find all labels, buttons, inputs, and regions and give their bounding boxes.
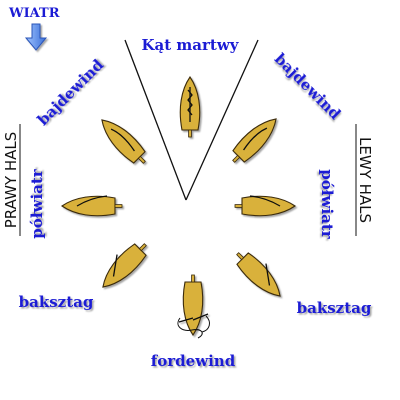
point-label-polwiatr-left: półwiatr bbox=[28, 168, 46, 239]
point-label-baksztag-left: baksztag bbox=[19, 293, 94, 311]
dead-angle-lines bbox=[124, 39, 259, 201]
boat-group bbox=[61, 76, 296, 336]
point-label-fordewind: fordewind bbox=[151, 352, 236, 370]
point-label-bajdewind-right: bajdewind bbox=[271, 50, 345, 124]
boat-bajdewind-left bbox=[101, 119, 146, 164]
fordewind-sheet-lines bbox=[177, 315, 210, 339]
wind-arrow-icon bbox=[24, 23, 48, 51]
dead-angle-label: Kąt martwy bbox=[142, 36, 240, 54]
point-label-bajdewind-left: bajdewind bbox=[34, 55, 108, 129]
boat-polwiatr-left bbox=[61, 195, 123, 217]
tack-label-left: LEWY HALS bbox=[356, 137, 374, 223]
boat-polwiatr-right bbox=[234, 195, 296, 217]
boat-baksztag-left bbox=[102, 243, 147, 288]
tack-label-right: PRAWY HALS bbox=[2, 132, 20, 228]
boat-fordewind bbox=[178, 274, 209, 336]
boat-baksztag-right bbox=[236, 252, 281, 297]
boat-dead-angle bbox=[179, 76, 201, 138]
point-label-baksztag-right: baksztag bbox=[297, 299, 372, 317]
boat-bajdewind-right bbox=[232, 118, 277, 163]
wind-label: WIATR bbox=[8, 6, 60, 21]
point-label-polwiatr-right: półwiatr bbox=[318, 169, 336, 240]
